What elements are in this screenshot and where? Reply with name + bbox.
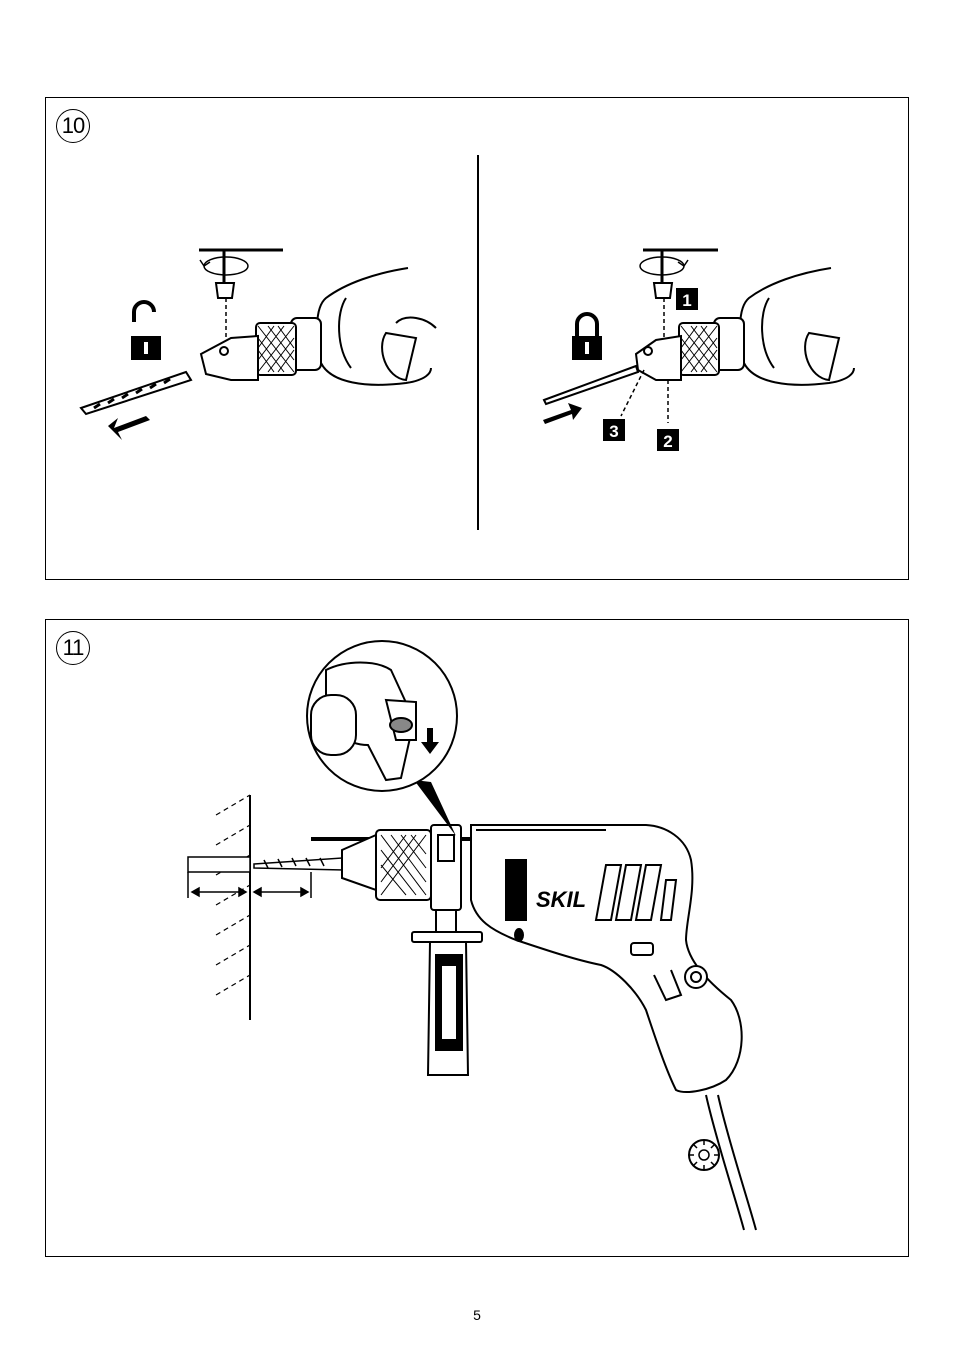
- power-cord: [689, 1095, 756, 1230]
- drill-bit: [254, 858, 344, 870]
- figure-11-illustration: SKIL: [46, 620, 910, 1258]
- padlock-open-icon: [131, 302, 161, 360]
- arrow-right-icon: [543, 403, 582, 424]
- figure-10-illustration: 1 2 3: [46, 98, 910, 581]
- callout-2-label: 2: [663, 432, 672, 451]
- drill-left: [81, 250, 436, 414]
- detail-inset: [307, 641, 457, 836]
- callout-3: 3: [603, 419, 625, 441]
- rotation-arrow-icon: [640, 257, 688, 275]
- brand-label: SKIL: [536, 887, 586, 912]
- figure-10-panel: 10: [45, 97, 909, 580]
- callout-3-label: 3: [609, 422, 618, 441]
- arrow-left-icon: [108, 416, 150, 440]
- drill-body: [471, 825, 742, 1092]
- wall: [188, 795, 250, 1020]
- callout-2: 2: [657, 429, 679, 451]
- padlock-closed-icon: [572, 314, 602, 360]
- page-number: 5: [0, 1307, 954, 1323]
- callout-1: 1: [676, 288, 698, 310]
- callout-1-label: 1: [682, 291, 691, 310]
- figure-11-panel: 11: [45, 619, 909, 1257]
